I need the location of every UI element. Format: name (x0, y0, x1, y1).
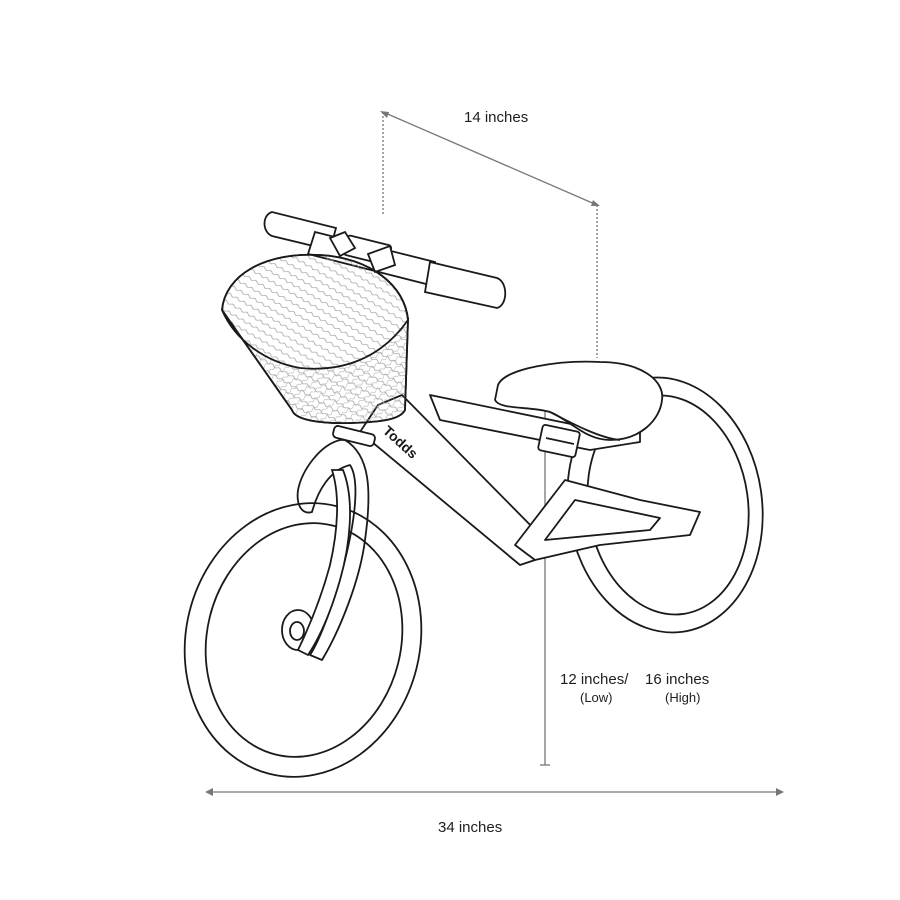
overall-length-label: 34 inches (438, 819, 503, 836)
rear-stay-cutout (544, 499, 661, 541)
fork-leg (296, 469, 351, 657)
seat-clamp-slot (545, 437, 575, 445)
arrowhead (205, 788, 213, 796)
right-grip (423, 260, 507, 309)
bike-frame (296, 360, 701, 661)
basket-front-face (221, 309, 410, 425)
dimension-lines (205, 111, 784, 796)
headset-collar (332, 425, 376, 447)
seat (494, 360, 663, 441)
seat-height-high-label: 16 inches (645, 671, 710, 688)
front-tyre-inner (204, 522, 404, 758)
seat-height-high-note: (High) (665, 690, 701, 705)
seat-height-low-label: 12 inches/ (560, 671, 629, 688)
basket-clip-right (366, 244, 397, 274)
seat-underside (549, 411, 621, 441)
basket-clip-left (328, 230, 357, 258)
seat-height-low-note: (Low) (580, 690, 613, 705)
front-hub-bolt (289, 621, 305, 641)
arrowhead (776, 788, 784, 796)
arrowhead (591, 200, 600, 206)
basket (221, 253, 410, 425)
handlebar (263, 211, 507, 309)
handlebar-to-seat-label: 14 inches (464, 109, 529, 126)
handlebar-to-seat-dimension-line (382, 111, 598, 206)
basket-rim (221, 253, 409, 321)
arrowhead (380, 111, 389, 118)
